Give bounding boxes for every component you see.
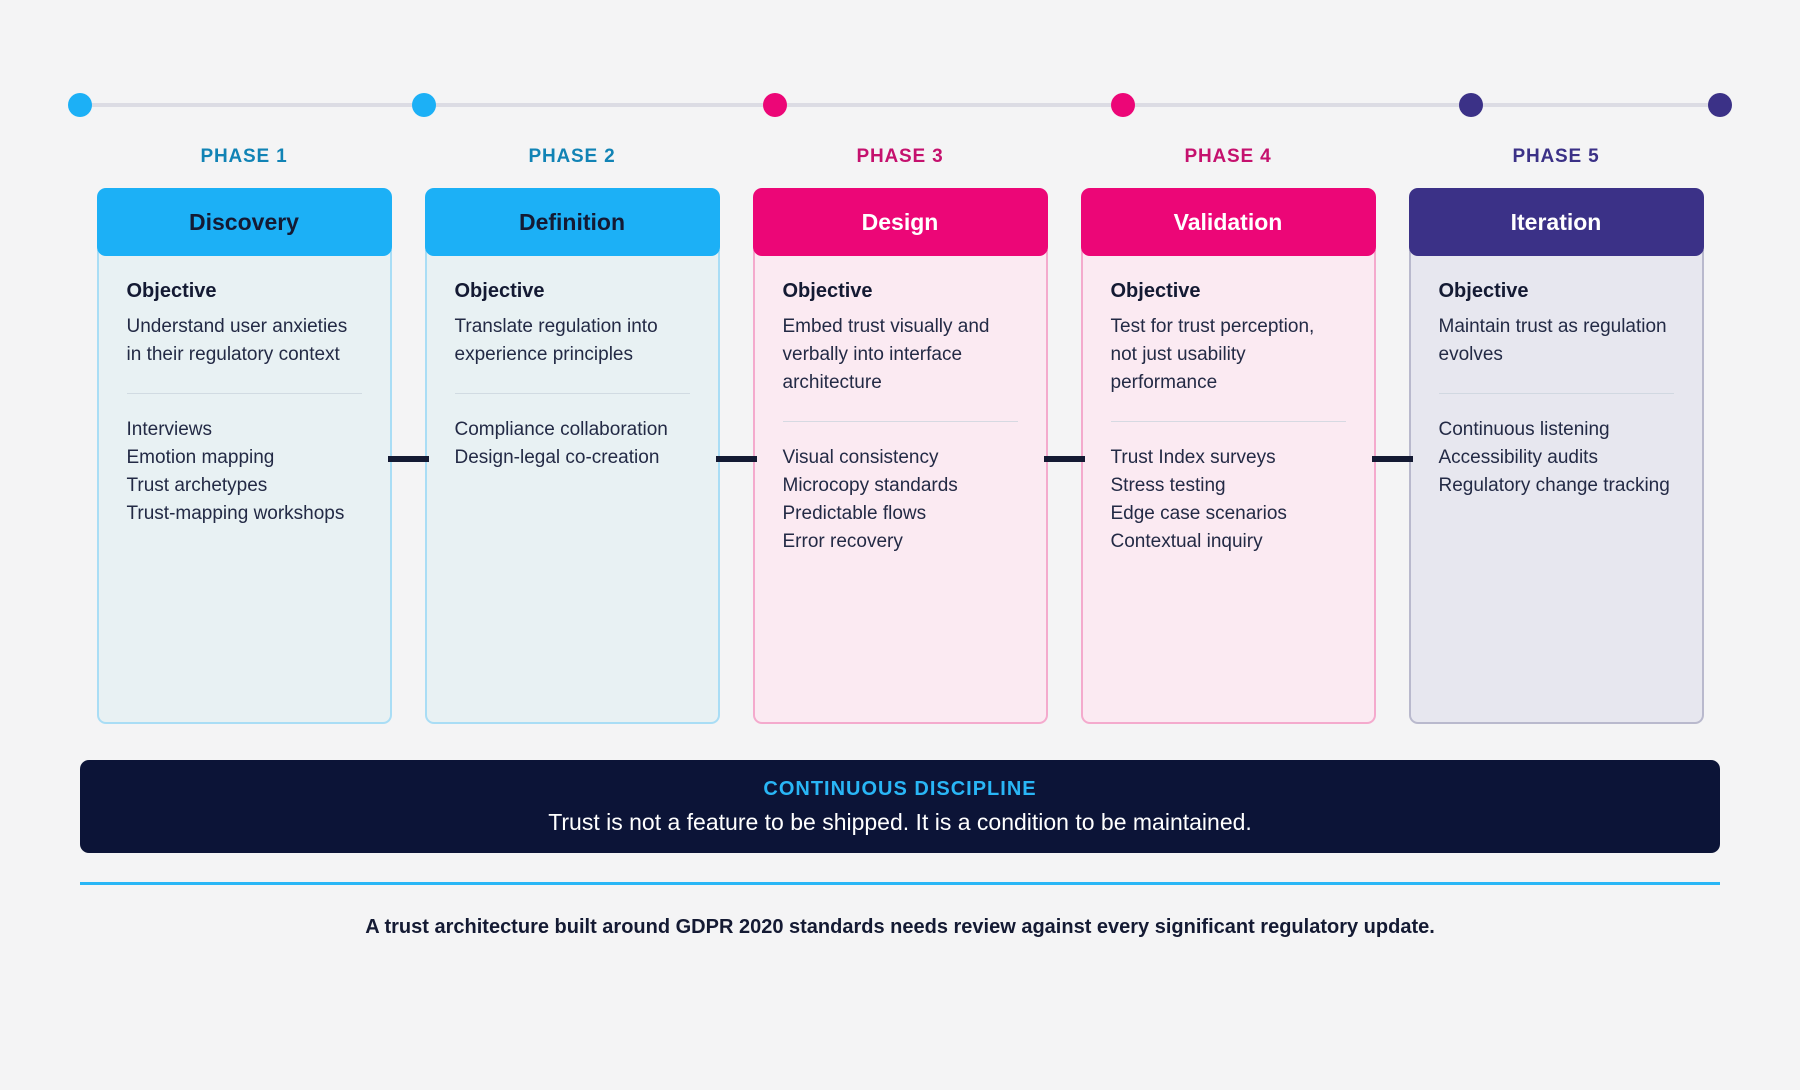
list-item: Emotion mapping xyxy=(126,447,275,468)
timeline-dot-6[interactable] xyxy=(1708,93,1732,117)
banner-text: Trust is not a feature to be shipped. It… xyxy=(548,808,1252,835)
list-item: Interviews xyxy=(126,419,213,440)
phase-card-title-5: Iteration xyxy=(1408,188,1704,256)
timeline-rail xyxy=(80,103,1720,107)
objective-label-1: Objective xyxy=(126,280,217,302)
phase-label-2: PHASE 2 xyxy=(528,146,616,167)
timeline-dot-5[interactable] xyxy=(1458,93,1483,117)
phase-card-title-2: Definition xyxy=(424,188,720,256)
list-item: Trust Index surveys xyxy=(1110,447,1276,468)
list-item: Trust-mapping workshops xyxy=(126,503,345,524)
objective-text-1: Understand user anxieties in their regul… xyxy=(126,316,348,365)
objective-text-4: Test for trust perception, not just usab… xyxy=(1110,316,1315,393)
list-item: Trust archetypes xyxy=(126,475,268,496)
list-item: Stress testing xyxy=(1110,475,1226,496)
phase-label-3: PHASE 3 xyxy=(856,146,944,167)
timeline-dot-2[interactable] xyxy=(412,93,437,117)
objective-label-4: Objective xyxy=(1110,280,1201,302)
phase-card-title-3: Design xyxy=(752,188,1048,256)
list-item: Contextual inquiry xyxy=(1110,531,1263,552)
phase-card-title-1: Discovery xyxy=(96,188,392,256)
list-item: Compliance collaboration xyxy=(454,419,668,440)
objective-label-2: Objective xyxy=(454,280,545,302)
footer-divider xyxy=(80,882,1720,885)
objective-text-3: Embed trust visually and verbally into i… xyxy=(782,316,990,393)
objective-label-3: Objective xyxy=(782,280,873,302)
list-item: Accessibility audits xyxy=(1438,447,1598,468)
card-divider-2 xyxy=(454,393,690,394)
list-item: Visual consistency xyxy=(782,447,939,468)
phase-labels-row: PHASE 1 PHASE 2 PHASE 3 PHASE 4 PHASE 5 xyxy=(80,146,1720,168)
phase-connector-4 xyxy=(1371,456,1413,462)
banner-kicker: CONTINUOUS DISCIPLINE xyxy=(763,777,1037,800)
list-item: Microcopy standards xyxy=(782,475,958,496)
card-divider-3 xyxy=(782,421,1018,422)
list-item: Error recovery xyxy=(782,531,903,552)
objective-label-5: Objective xyxy=(1438,280,1529,302)
phase-connector-2 xyxy=(715,456,757,462)
phase-connector-1 xyxy=(387,456,429,462)
phase-connector-3 xyxy=(1043,456,1085,462)
timeline-dot-1[interactable] xyxy=(68,93,92,117)
objective-text-5: Maintain trust as regulation evolves xyxy=(1438,316,1667,365)
timeline-dot-4[interactable] xyxy=(1111,93,1136,117)
list-item: Continuous listening xyxy=(1438,419,1610,440)
continuous-discipline-banner: CONTINUOUS DISCIPLINE Trust is not a fea… xyxy=(80,760,1720,853)
phase-card-title-4: Validation xyxy=(1080,188,1376,256)
phase-label-4: PHASE 4 xyxy=(1184,146,1272,167)
infographic-canvas: PHASE 1 PHASE 2 PHASE 3 PHASE 4 PHASE 5 Disc… xyxy=(0,90,1800,1090)
phase-label-1: PHASE 1 xyxy=(200,146,288,167)
card-divider-1 xyxy=(126,393,362,394)
timeline-dot-3[interactable] xyxy=(763,93,788,117)
card-divider-4 xyxy=(1110,421,1346,422)
footer-note: A trust architecture built around GDPR 2… xyxy=(365,916,1435,938)
list-item: Edge case scenarios xyxy=(1110,503,1287,524)
list-item: Design-legal co-creation xyxy=(454,447,660,468)
objective-text-2: Translate regulation into experience pri… xyxy=(454,316,658,365)
phase-label-5: PHASE 5 xyxy=(1512,146,1600,167)
list-item: Predictable flows xyxy=(782,503,927,524)
card-divider-5 xyxy=(1438,393,1674,394)
phase-timeline xyxy=(68,90,1732,120)
list-item: Regulatory change tracking xyxy=(1438,475,1670,496)
